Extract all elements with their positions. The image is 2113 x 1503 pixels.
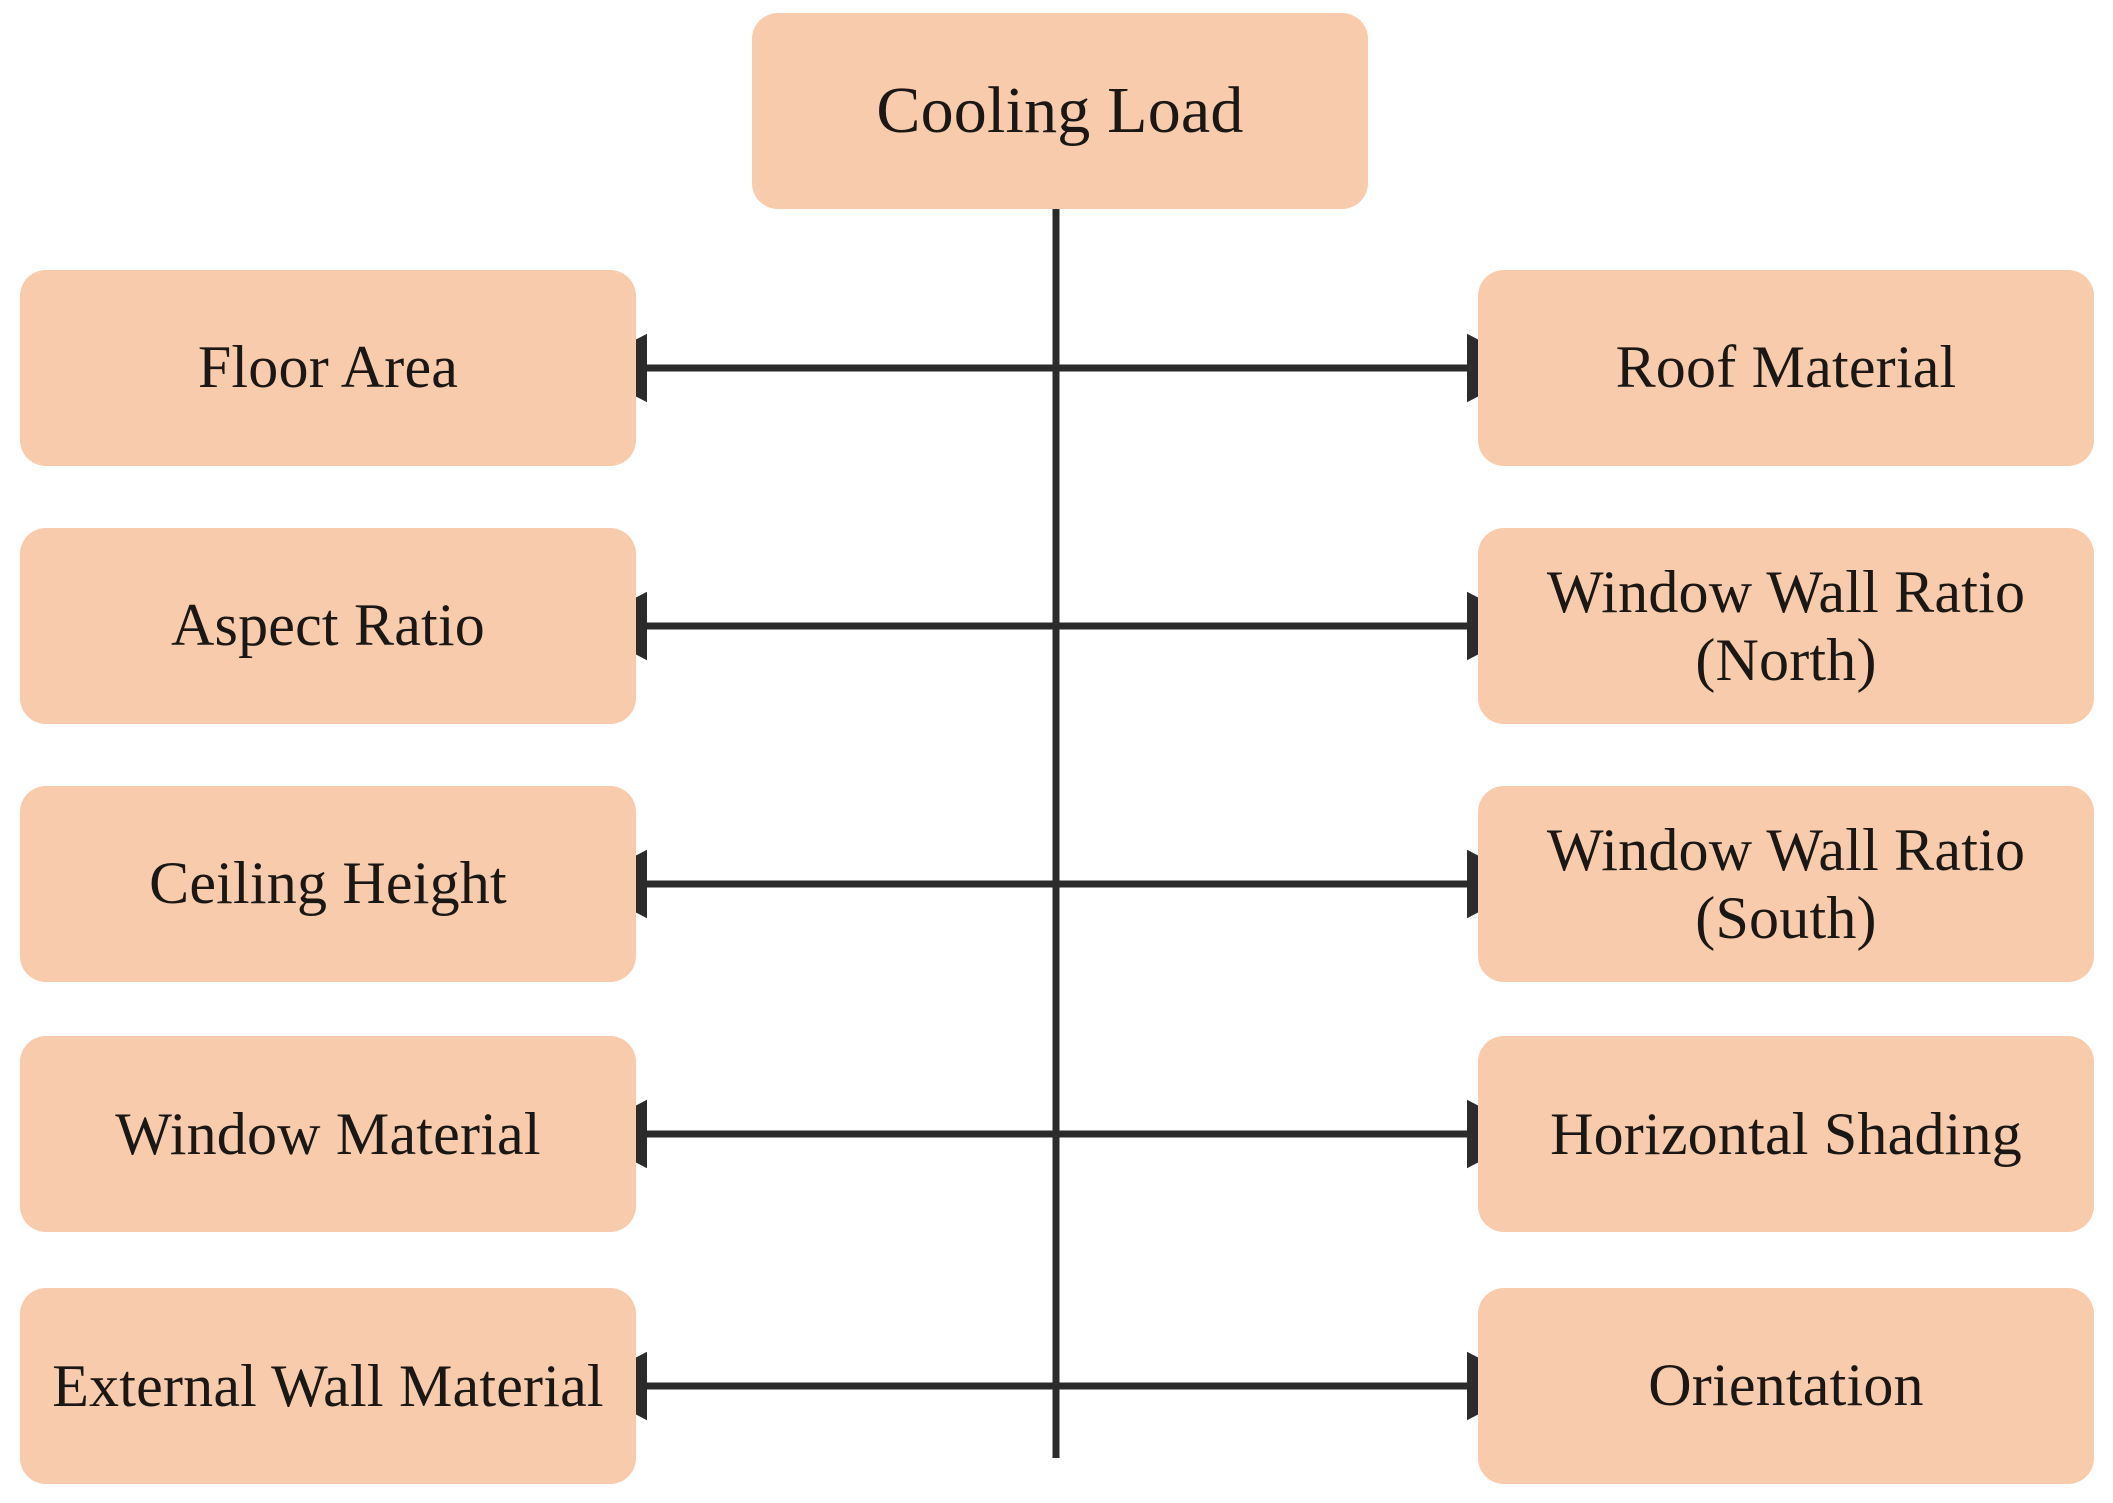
node-orientation-label: Orientation xyxy=(1648,1352,1924,1419)
node-roof-material[interactable]: Roof Material xyxy=(1478,270,2094,466)
node-ceiling-height[interactable]: Ceiling Height xyxy=(20,786,636,982)
node-window-wall-ratio-south[interactable]: Window Wall Ratio (South) xyxy=(1478,786,2094,982)
node-cooling-load[interactable]: Cooling Load xyxy=(752,13,1368,209)
node-floor-area-label: Floor Area xyxy=(197,334,459,401)
node-cooling-load-label: Cooling Load xyxy=(876,74,1244,148)
node-ceiling-height-label: Ceiling Height xyxy=(149,850,507,917)
node-external-wall-material-label: External Wall Material xyxy=(52,1352,604,1419)
node-window-wall-ratio-north[interactable]: Window Wall Ratio (North) xyxy=(1478,528,2094,724)
node-aspect-ratio-label: Aspect Ratio xyxy=(170,592,485,659)
node-window-wall-ratio-south-label: Window Wall Ratio (South) xyxy=(1546,816,2026,951)
node-window-material[interactable]: Window Material xyxy=(20,1036,636,1232)
node-window-material-label: Window Material xyxy=(115,1100,541,1167)
node-horizontal-shading-label: Horizontal Shading xyxy=(1550,1100,2022,1167)
node-orientation[interactable]: Orientation xyxy=(1478,1288,2094,1484)
node-roof-material-label: Roof Material xyxy=(1615,334,1957,401)
node-window-wall-ratio-north-label: Window Wall Ratio (North) xyxy=(1546,558,2026,693)
node-floor-area[interactable]: Floor Area xyxy=(20,270,636,466)
node-aspect-ratio[interactable]: Aspect Ratio xyxy=(20,528,636,724)
node-horizontal-shading[interactable]: Horizontal Shading xyxy=(1478,1036,2094,1232)
node-external-wall-material[interactable]: External Wall Material xyxy=(20,1288,636,1484)
